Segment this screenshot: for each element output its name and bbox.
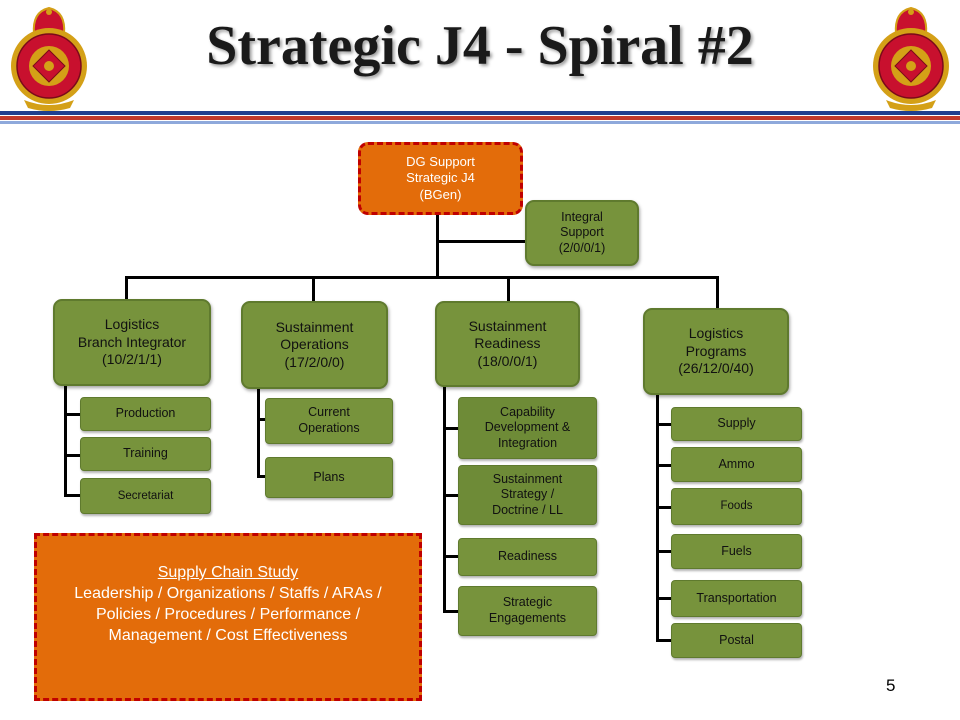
- crest-logo-right-icon: [873, 6, 949, 111]
- connector-line: [443, 610, 458, 613]
- connector-line: [656, 394, 659, 641]
- connector-line: [125, 276, 719, 279]
- org-subnode-readiness: Readiness: [458, 538, 597, 576]
- connector-line: [125, 277, 128, 299]
- connector-line: [443, 386, 446, 613]
- page-title: Strategic J4 - Spiral #2: [206, 15, 754, 77]
- connector-line: [656, 423, 671, 426]
- org-node-sustainment-operations: Sustainment Operations (17/2/0/0): [241, 301, 388, 389]
- org-subnode-training: Training: [80, 437, 211, 471]
- connector-line: [507, 277, 510, 302]
- connector-line: [64, 386, 67, 496]
- study-title: Supply Chain Study: [157, 564, 299, 581]
- connector-line: [436, 214, 439, 278]
- org-subnode-plans: Plans: [265, 457, 393, 498]
- org-node-sustainment-readiness: Sustainment Readiness (18/0/0/1): [435, 301, 580, 387]
- org-subnode-production: Production: [80, 397, 211, 431]
- connector-line: [257, 388, 260, 477]
- connector-line: [437, 240, 527, 243]
- org-subnode-strategic-engagements: Strategic Engagements: [458, 586, 597, 636]
- header-stripe-blue: [0, 111, 960, 115]
- org-subnode-postal: Postal: [671, 623, 802, 658]
- org-subnode-sustainment-strategy: Sustainment Strategy / Doctrine / LL: [458, 465, 597, 525]
- connector-line: [716, 277, 719, 308]
- org-subnode-foods: Foods: [671, 488, 802, 525]
- crest-logo-left-icon: [11, 6, 87, 111]
- connector-line: [312, 277, 315, 302]
- page-number: 5: [886, 676, 896, 695]
- supply-chain-study-box: Supply Chain Study Leadership / Organiza…: [34, 533, 422, 701]
- org-subnode-transportation: Transportation: [671, 580, 802, 617]
- org-node-dg-support: DG Support Strategic J4 (BGen): [358, 142, 523, 215]
- connector-line: [656, 639, 671, 642]
- org-subnode-capability-development: Capability Development & Integration: [458, 397, 597, 459]
- connector-line: [443, 494, 458, 497]
- connector-line: [257, 475, 265, 478]
- connector-line: [656, 597, 671, 600]
- org-node-logistics-branch-integrator: Logistics Branch Integrator (10/2/1/1): [53, 299, 211, 386]
- org-subnode-ammo: Ammo: [671, 447, 802, 482]
- connector-line: [64, 413, 80, 416]
- connector-line: [443, 427, 458, 430]
- header-stripe-lightblue: [0, 121, 960, 124]
- org-subnode-fuels: Fuels: [671, 534, 802, 569]
- connector-line: [64, 454, 80, 457]
- org-node-integral-support: Integral Support (2/0/0/1): [525, 200, 639, 266]
- connector-line: [64, 494, 80, 497]
- org-subnode-supply: Supply: [671, 407, 802, 441]
- org-subnode-current-operations: Current Operations: [265, 398, 393, 444]
- connector-line: [443, 555, 458, 558]
- connector-line: [257, 418, 265, 421]
- connector-line: [656, 506, 671, 509]
- study-body: Leadership / Organizations / Staffs / AR…: [74, 585, 382, 645]
- org-subnode-secretariat: Secretariat: [80, 478, 211, 514]
- connector-line: [656, 550, 671, 553]
- header-stripe-red: [0, 116, 960, 120]
- connector-line: [656, 464, 671, 467]
- org-node-logistics-programs: Logistics Programs (26/12/0/40): [643, 308, 789, 395]
